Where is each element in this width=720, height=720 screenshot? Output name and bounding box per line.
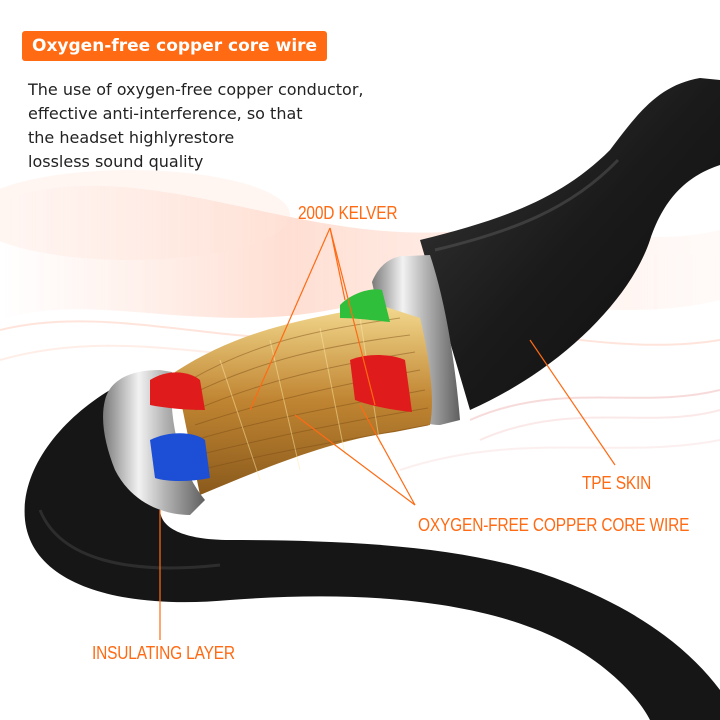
copper-core-label: OXYGEN-FREE COPPER CORE WIRE [418, 515, 690, 535]
page-title: Oxygen-free copper core wire [22, 31, 328, 61]
left-wire-ends [150, 372, 210, 481]
tpe-skin-label: TPE SKIN [582, 473, 652, 493]
description-text: The use of oxygen-free copper conductor,… [28, 78, 418, 174]
kelver-label: 200D KELVER [298, 203, 398, 223]
description-line: The use of oxygen-free copper conductor, [28, 80, 364, 99]
description-line: the headset highlyrestore [28, 128, 235, 147]
lower-cable [24, 390, 720, 720]
upper-cable [420, 78, 720, 410]
callout-lines [159, 227, 616, 640]
description-line: effective anti-interference, so that [28, 104, 303, 123]
insulating-layer-label: INSULATING LAYER [92, 643, 235, 663]
description-line: lossless sound quality [28, 152, 204, 171]
